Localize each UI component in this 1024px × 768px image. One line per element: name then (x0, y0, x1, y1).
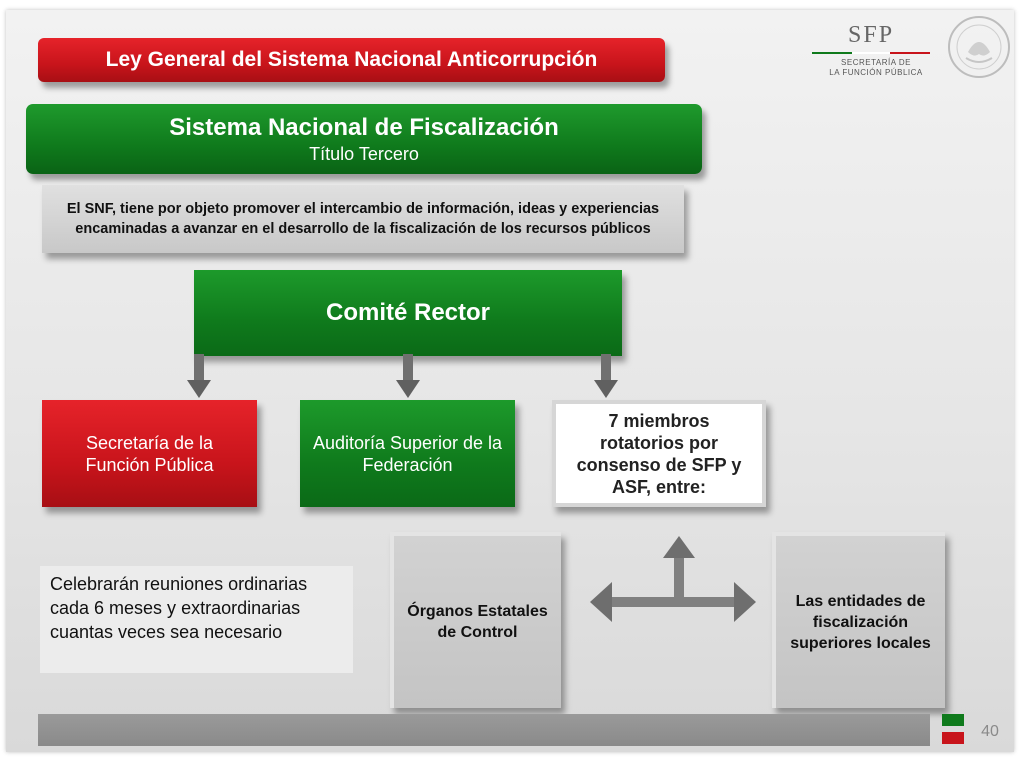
organos-label: Órganos Estatales de Control (407, 603, 548, 641)
entidades-label: Las entidades de fiscalización superiore… (790, 592, 931, 652)
logo-line-white (852, 52, 890, 54)
logo-sub1: SECRETARÍA DE (841, 58, 911, 67)
national-seal-icon (948, 16, 1010, 78)
page-number: 40 (981, 723, 999, 740)
footer-flag-red (942, 732, 964, 744)
logo-line-red (890, 52, 930, 54)
asf-member-box: Auditoría Superior de la Federación (300, 400, 515, 507)
ley-title-banner: Ley General del Sistema Nacional Anticor… (38, 38, 665, 82)
down-arrow-icon (396, 354, 420, 398)
comite-title: Comité Rector (325, 299, 491, 326)
sistema-subtitle: Título Tercero (309, 143, 419, 164)
sfp-member-label: Secretaría de la Función Pública (85, 432, 214, 475)
sistema-description-box: El SNF, tiene por objeto promover el int… (42, 185, 684, 253)
rotating-members-label: 7 miembros rotatorios por consenso de SF… (576, 410, 742, 497)
ley-title-text: Ley General del Sistema Nacional Anticor… (105, 48, 598, 71)
down-arrow-icon (187, 354, 211, 398)
footer-flag-green (942, 714, 964, 726)
sistema-banner: Sistema Nacional de Fiscalización Título… (26, 104, 702, 174)
logo-line-green (812, 52, 852, 54)
sfp-logo: SFP SECRETARÍA DE LA FUNCIÓN PÚBLICA (812, 22, 930, 78)
sistema-description: El SNF, tiene por objeto promover el int… (66, 201, 660, 237)
asf-member-label: Auditoría Superior de la Federación (312, 432, 503, 475)
down-arrow-icon (594, 354, 618, 398)
logo-text: SFP (848, 22, 895, 48)
rotating-members-box: 7 miembros rotatorios por consenso de SF… (552, 400, 766, 507)
comite-rector-box: Comité Rector (194, 270, 622, 356)
footer-bar (38, 714, 930, 746)
sistema-title: Sistema Nacional de Fiscalización (169, 113, 559, 141)
three-way-arrow-icon (590, 536, 756, 622)
meetings-note-text: Celebrarán reuniones ordinarias cada 6 m… (50, 574, 308, 642)
logo-sub2: LA FUNCIÓN PÚBLICA (829, 68, 923, 77)
entidades-box: Las entidades de fiscalización superiore… (772, 532, 945, 708)
organos-box: Órganos Estatales de Control (390, 532, 561, 708)
sfp-member-box: Secretaría de la Función Pública (42, 400, 257, 507)
meetings-note: Celebrarán reuniones ordinarias cada 6 m… (40, 566, 353, 673)
